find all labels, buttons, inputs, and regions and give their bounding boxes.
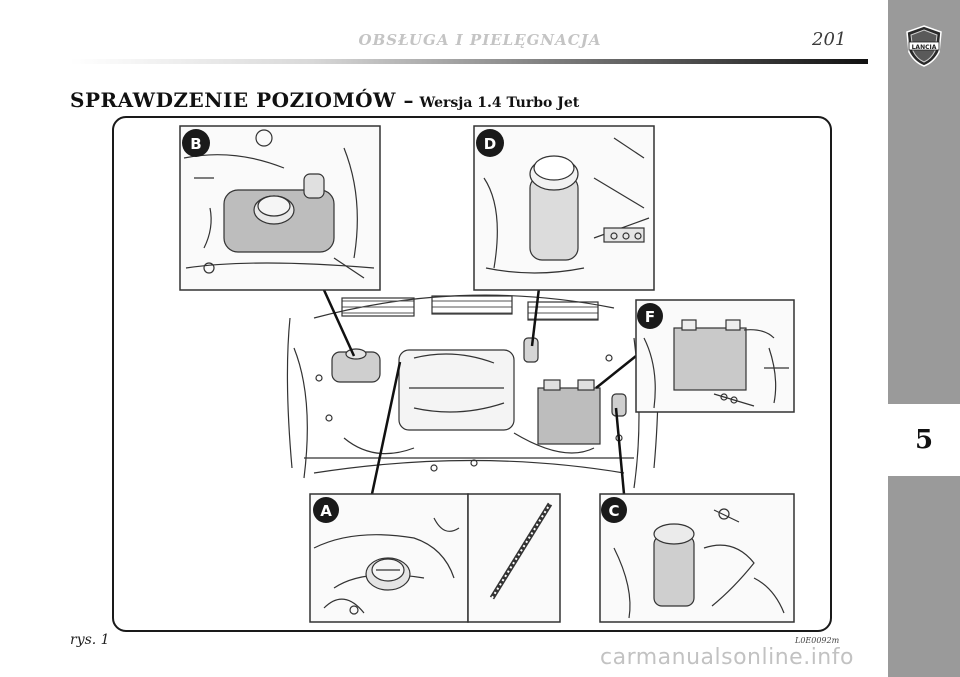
chapter-sidebar <box>888 0 960 677</box>
leader-lines <box>322 287 637 495</box>
inset-d-brake-fluid-reservoir: D <box>473 125 655 291</box>
section-title-main: SPRAWDZENIE POZIOMÓW – <box>70 88 414 112</box>
engine-bay-main <box>286 294 659 489</box>
inset-f-battery: F <box>635 299 795 413</box>
callout-f-label: F <box>645 308 655 326</box>
callout-d-label: D <box>484 135 496 153</box>
chapter-tab[interactable]: 5 <box>888 404 960 476</box>
lancia-logo-icon: LANCIA <box>906 25 942 67</box>
callout-c-marker <box>601 497 627 523</box>
engine-bay-figure: B D <box>112 116 832 632</box>
figure-code: L0E0092m <box>795 636 840 645</box>
engine-bay-illustration: B D <box>179 125 795 623</box>
header-rule <box>70 59 868 64</box>
callout-b-label: B <box>190 135 201 153</box>
callout-d-marker <box>476 129 504 157</box>
figure-caption: rys. 1 <box>70 632 110 648</box>
watermark: carmanualsonline.info <box>600 645 854 670</box>
inset-a-engine-oil: A <box>309 493 469 623</box>
page-number: 201 <box>812 29 847 50</box>
inset-b-coolant-reservoir: B <box>179 125 381 291</box>
running-header: OBSŁUGA I PIELĘGNACJA <box>358 31 602 49</box>
section-title-version: Wersja 1.4 Turbo Jet <box>419 95 580 111</box>
svg-text:LANCIA: LANCIA <box>912 44 937 51</box>
callout-f-marker <box>637 303 663 329</box>
callout-b-marker <box>182 129 210 157</box>
inset-c-washer-fluid-reservoir: C <box>599 493 795 623</box>
callout-a-marker <box>313 497 339 523</box>
callout-c-label: C <box>608 502 619 520</box>
callout-a-label: A <box>320 502 332 520</box>
inset-a-dipstick <box>467 493 561 623</box>
section-title: SPRAWDZENIE POZIOMÓW – Wersja 1.4 Turbo … <box>70 88 579 112</box>
